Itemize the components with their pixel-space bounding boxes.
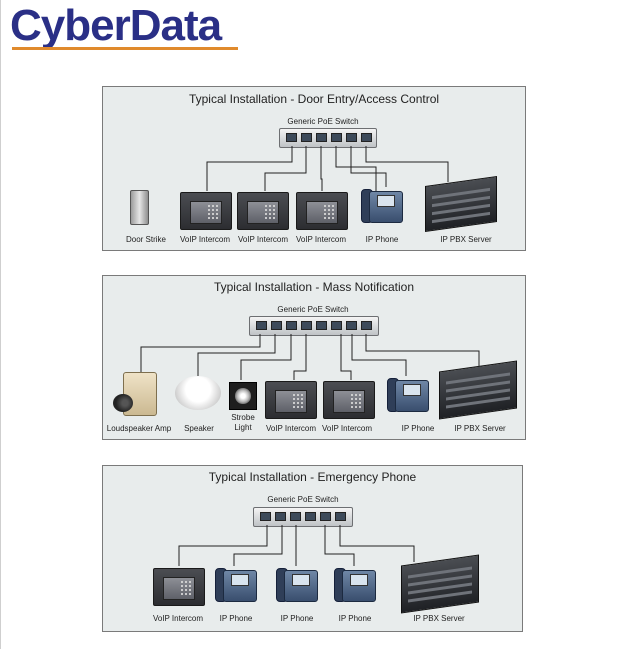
device-label: IP PBX Server bbox=[454, 424, 506, 433]
device-label: VoIP Intercom bbox=[321, 424, 373, 433]
voip-intercom-icon bbox=[323, 381, 375, 419]
ip-phone-icon bbox=[215, 566, 257, 602]
network-wires bbox=[178, 525, 415, 566]
switch-label: Generic PoE Switch bbox=[277, 305, 349, 314]
voip-intercom-icon bbox=[265, 381, 317, 419]
panel-title: Typical Installation - Mass Notification bbox=[213, 280, 415, 294]
device-label: IP PBX Server bbox=[440, 235, 492, 244]
ip-phone-icon bbox=[276, 566, 318, 602]
network-wires bbox=[140, 334, 480, 380]
device-label: Speaker bbox=[184, 424, 214, 433]
device-label: VoIP Intercom bbox=[265, 424, 317, 433]
panel-door-entry: Typical Installation - Door Entry/Access… bbox=[102, 86, 526, 251]
ip-phone-icon bbox=[334, 566, 376, 602]
poe-switch-icon bbox=[279, 128, 377, 148]
voip-intercom-icon bbox=[296, 192, 348, 230]
switch-label: Generic PoE Switch bbox=[287, 117, 359, 126]
voip-intercom-icon bbox=[180, 192, 232, 230]
device-label: Loudspeaker Amp bbox=[106, 424, 172, 433]
device-label: IP Phone bbox=[401, 424, 435, 433]
panel-mass-notification: Typical Installation - Mass Notification… bbox=[102, 275, 526, 440]
poe-switch-icon bbox=[253, 507, 353, 527]
device-label: IP Phone bbox=[338, 614, 372, 623]
device-label: IP Phone bbox=[219, 614, 253, 623]
panel-emergency-phone: Typical Installation - Emergency Phone G… bbox=[102, 465, 523, 632]
speaker-icon bbox=[175, 376, 221, 410]
voip-intercom-icon bbox=[237, 192, 289, 230]
logo-underline bbox=[12, 47, 238, 50]
device-label: Strobe Light bbox=[231, 413, 255, 432]
device-label: VoIP Intercom bbox=[152, 614, 204, 623]
device-label: VoIP Intercom bbox=[237, 235, 289, 244]
device-label: VoIP Intercom bbox=[179, 235, 231, 244]
device-label: Door Strike bbox=[125, 235, 166, 244]
device-label: IP Phone bbox=[280, 614, 314, 623]
device-label: IP Phone bbox=[365, 235, 399, 244]
page-border bbox=[0, 0, 1, 649]
panel-title: Typical Installation - Door Entry/Access… bbox=[188, 92, 440, 106]
panel-title: Typical Installation - Emergency Phone bbox=[208, 470, 417, 484]
switch-label: Generic PoE Switch bbox=[267, 495, 339, 504]
poe-switch-icon bbox=[249, 316, 379, 336]
strobe-light-icon bbox=[229, 382, 257, 410]
voip-intercom-icon bbox=[153, 568, 205, 606]
network-wires bbox=[206, 146, 449, 191]
cyberdata-logo: CyberData bbox=[10, 1, 222, 50]
device-label: IP PBX Server bbox=[413, 614, 465, 623]
device-label: VoIP Intercom bbox=[295, 235, 347, 244]
ip-phone-icon bbox=[361, 187, 403, 223]
door-strike-icon bbox=[130, 190, 149, 225]
loudspeaker-horn-icon bbox=[113, 394, 133, 412]
ip-phone-icon bbox=[387, 376, 429, 412]
